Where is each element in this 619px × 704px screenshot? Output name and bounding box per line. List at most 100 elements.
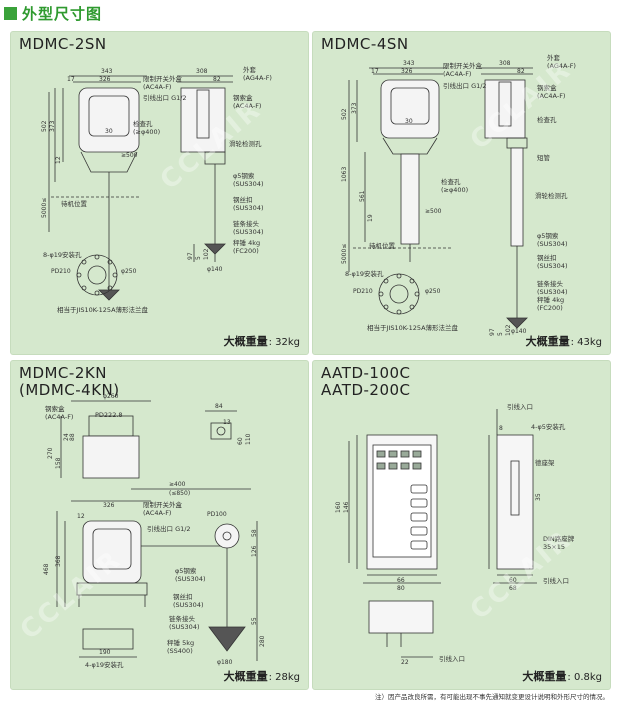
dim-82: 82: [213, 76, 221, 83]
weight-value: : 0.8kg: [567, 672, 602, 683]
dim-60: 60: [509, 577, 517, 584]
dim-250: φ250: [425, 288, 441, 295]
dim-250: φ250: [121, 268, 137, 275]
panel-mdmc-2sn: MDMC-2SN: [10, 31, 309, 355]
label-pd: PD222.8: [95, 411, 123, 419]
drawing-aatd: [348, 409, 537, 658]
weight-readout: 大概重量: 28kg: [224, 668, 300, 684]
dim-343: 343: [403, 60, 415, 67]
dim-66: 66: [397, 577, 405, 584]
label-flange: 相当于JIS10K-125A薄形法兰盘: [367, 324, 459, 332]
dim-110: 110: [245, 433, 252, 445]
label-chain: 链条接头 (SUS304): [537, 280, 568, 296]
dim-55: 55: [251, 617, 258, 625]
dim-12: 12: [55, 156, 62, 164]
dim-308: 308: [499, 60, 511, 67]
label-weight: 秤锤 5kg (SS400): [167, 639, 195, 655]
panel-title: MDMC-2KN (MDMC-4KN): [19, 364, 120, 399]
section-title: 外型尺寸图: [22, 4, 103, 23]
dim-146: 146: [343, 501, 350, 513]
dim-pd210: PD210: [353, 288, 373, 295]
label-din: DIN路座牌 35×15: [543, 535, 575, 551]
panel-mdmc-2kn: MDMC-2KN (MDMC-4KN): [10, 360, 309, 690]
dim-30: 30: [405, 118, 413, 125]
dim-82: 82: [517, 68, 525, 75]
label-weight: 秤锤 4kg (FC200): [233, 239, 261, 255]
dim-pd210: PD210: [51, 268, 71, 275]
weight-readout: 大概重量: 43kg: [526, 333, 602, 349]
label-weight: 秤锤 4kg (FC200): [537, 296, 565, 312]
label-cable-outlet: 引线出口 G1/2: [443, 82, 487, 90]
dim-270: 270: [47, 447, 54, 459]
dim-468: 468: [43, 563, 50, 575]
dim-373: 373: [49, 120, 56, 132]
label-outer-cover: 外套 (AG4A-F): [547, 54, 576, 70]
dim-30: 30: [105, 128, 113, 135]
dim-500: ≥500: [121, 152, 138, 159]
dim-850: (≤850): [169, 490, 191, 497]
label-steel-box: 钢索盒 (AC4A-F): [45, 405, 74, 421]
dim-5: 5: [497, 332, 504, 336]
panel-title: AATD-100C AATD-200C: [321, 364, 411, 399]
dim-308: 308: [196, 68, 208, 75]
footer-note: 注）因产品改良所需，有可能出现不事先通知就变更设计说明和外形尺寸的情况。: [375, 693, 609, 701]
label-standby: 待机位置: [369, 242, 395, 250]
dim-190: 190: [99, 649, 111, 656]
label-clamp: 钢丝扣 (SUS304): [537, 254, 568, 270]
dim-180: φ180: [217, 659, 233, 666]
label-rope: φ5钢索 (SUS304): [175, 567, 206, 583]
dim-22: 22: [401, 659, 409, 666]
dim-5000: 5000≤: [41, 197, 48, 218]
label-clamp: 钢丝扣 (SUS304): [233, 196, 264, 212]
section-header: 外型尺寸图: [4, 3, 102, 23]
panel-aatd: AATD-100C AATD-200C: [312, 360, 611, 690]
dim-68: 68: [509, 585, 517, 592]
label-rope: φ5钢索 (SUS304): [537, 232, 568, 248]
label-outer-cover: 外套 (AG4A-F): [243, 66, 272, 82]
dim-561: 561: [359, 190, 366, 202]
label-slide-wheel: 滑轮检测孔: [535, 192, 568, 200]
dim-326: 326: [401, 68, 413, 75]
panel-mdmc-4sn: MDMC-4SN: [312, 31, 611, 355]
dim-97: 97: [489, 328, 496, 336]
dim-502: 502: [341, 108, 348, 120]
dim-5000: 5000≤: [341, 243, 348, 264]
dim-84: 84: [215, 403, 223, 410]
label-slide-wheel: 滑轮检测孔: [229, 140, 262, 148]
dim-326: 326: [99, 76, 111, 83]
label-steel-box: 钢索盒 (AC4A-F): [537, 84, 566, 100]
weight-label: 大概重量: [223, 670, 268, 683]
label-standby: 待机位置: [61, 200, 87, 208]
label-limit-box: 限制开关外盒 (AC4A-F): [143, 75, 182, 91]
dim-140: φ140: [207, 266, 223, 273]
dim-343: 343: [101, 68, 113, 75]
dim-35: 35: [535, 493, 542, 501]
label-chain: 链条接头 (SUS304): [233, 220, 264, 236]
dim-500: ≥500: [425, 208, 442, 215]
label-bolt: 4-φ19安装孔: [85, 661, 124, 669]
dim-97: 97: [187, 252, 194, 260]
dim-158: 158: [55, 457, 62, 469]
dim-58: 58: [251, 529, 258, 537]
dim-pd100: PD100: [207, 511, 227, 518]
weight-value: : 28kg: [268, 672, 300, 683]
panel-title: MDMC-2SN: [19, 35, 107, 53]
label-limit-box: 限制开关外盒 (AC4A-F): [443, 62, 482, 78]
label-mount-holes: 4-φ5安装孔: [531, 423, 566, 431]
label-limit-box: 限制开关外盒 (AC4A-F): [143, 501, 182, 517]
drawing-mdmc-4sn: [348, 67, 533, 329]
label-cable-outlet: 引线出口 G1/2: [147, 525, 191, 533]
weight-readout: 大概重量: 32kg: [224, 333, 300, 349]
dim-12: 12: [77, 513, 85, 520]
weight-label: 大概重量: [522, 670, 567, 683]
dim-400: ≥400: [169, 481, 186, 488]
dim-80: 80: [397, 585, 405, 592]
label-inspect-hole-1: 检查孔: [537, 116, 557, 124]
label-bolt: 8-φ19安装孔: [43, 251, 82, 259]
label-rope: φ5钢索 (SUS304): [233, 172, 264, 188]
panel-title: MDMC-4SN: [321, 35, 409, 53]
dim-17: 17: [371, 68, 379, 75]
dim-60: 60: [237, 437, 244, 445]
dim-17: 17: [67, 76, 75, 83]
dim-502: 502: [41, 120, 48, 132]
